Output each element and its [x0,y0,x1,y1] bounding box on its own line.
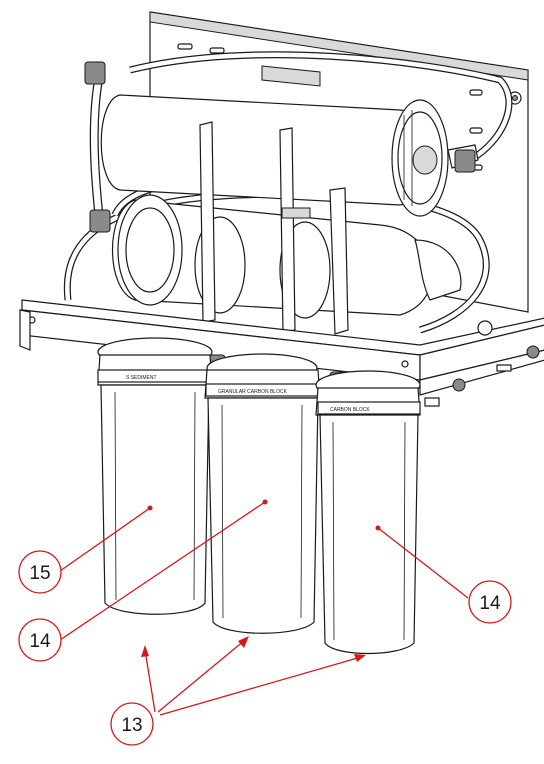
svg-text:S SEDIMENT: S SEDIMENT [126,375,157,381]
manifold-bracket [19,299,544,407]
filter-canister-middle: GRANULAR CARBON BLOCK [204,353,321,634]
callout-13-label: 13 [121,715,142,736]
filter-canister-left: S SEDIMENT [97,337,213,615]
callout-14-left: 14 [18,618,62,662]
svg-text:CARBON BLOCK: CARBON BLOCK [330,407,370,413]
callout-14-left-label: 14 [29,631,51,652]
callout-13: 13 [110,702,154,746]
support-brackets [199,121,349,335]
filter-canister-right: CARBON BLOCK [315,370,421,655]
callout-14-right: 14 [468,580,512,624]
callout-15: 15 [18,550,62,594]
callout-14-right-label: 14 [479,593,501,614]
svg-text:GRANULAR CARBON BLOCK: GRANULAR CARBON BLOCK [218,389,288,395]
callout-15-label: 15 [29,563,50,584]
callout-leaders [59,499,469,716]
